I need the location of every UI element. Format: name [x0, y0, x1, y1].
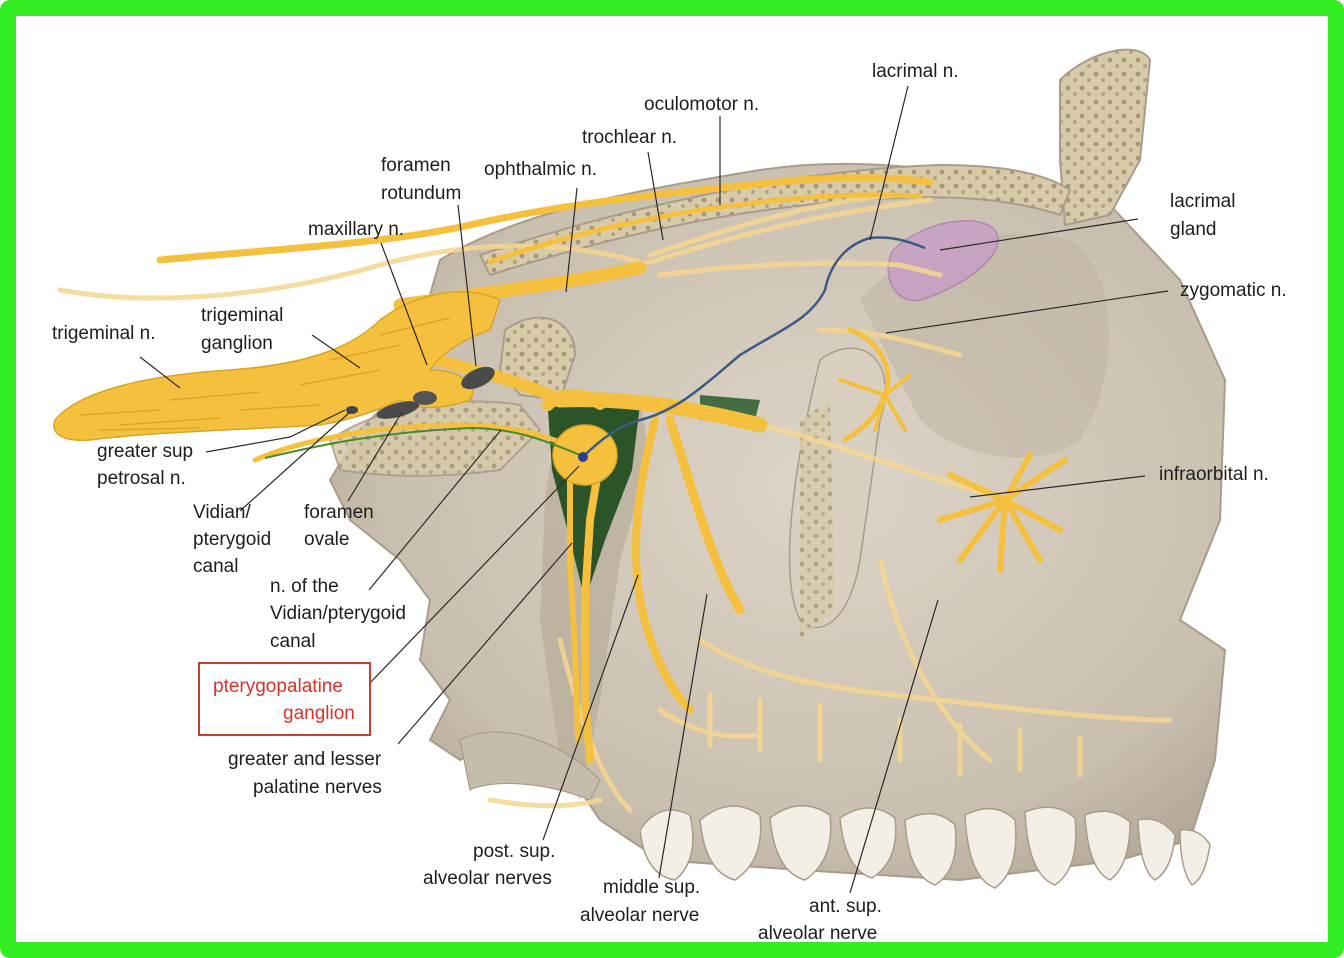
label-ophthalmic-n: ophthalmic n. [484, 159, 597, 180]
label-palatine-1: greater and lesser [228, 749, 382, 770]
label-palatine-2: palatine nerves [253, 777, 382, 798]
label-infraorbital-n: infraorbital n. [1159, 464, 1269, 485]
label-n-vidian-3: canal [270, 631, 315, 652]
label-greater-sup-petrosal-1: greater sup [97, 441, 193, 462]
label-trochlear-n: trochlear n. [582, 127, 677, 148]
label-foramen-rotundum-1: foramen [381, 155, 451, 176]
label-foramen-ovale-1: foramen [304, 502, 374, 523]
label-n-vidian-2: Vidian/pterygoid [270, 603, 406, 624]
label-lacrimal-gland-2: gland [1170, 219, 1217, 240]
label-vidian-canal-3: canal [193, 556, 238, 577]
label-lacrimal-n: lacrimal n. [872, 61, 959, 82]
label-foramen-rotundum-2: rotundum [381, 183, 461, 204]
label-ant-sup-1: ant. sup. [809, 896, 882, 917]
label-trigeminal-ganglion-1: trigeminal [201, 305, 283, 326]
label-vidian-canal-2: pterygoid [193, 529, 271, 550]
label-maxillary-n: maxillary n. [308, 219, 404, 240]
label-greater-sup-petrosal-2: petrosal n. [97, 468, 186, 489]
label-pterygopalatine-1: pterygopalatine [213, 676, 343, 697]
skull-bone [330, 50, 1225, 888]
label-post-sup-1: post. sup. [473, 841, 555, 862]
label-zygomatic-n: zygomatic n. [1180, 280, 1287, 301]
label-pterygopalatine-2: ganglion [283, 703, 355, 724]
label-oculomotor-n: oculomotor n. [644, 94, 759, 115]
label-trigeminal-n: trigeminal n. [52, 323, 156, 344]
label-post-sup-2: alveolar nerves [423, 868, 552, 889]
label-foramen-ovale-2: ovale [304, 529, 349, 550]
label-ant-sup-2: alveolar nerve [758, 923, 877, 944]
label-vidian-canal-1: Vidian/ [193, 502, 251, 523]
label-middle-sup-2: alveolar nerve [580, 905, 699, 926]
label-middle-sup-1: middle sup. [603, 877, 700, 898]
label-lacrimal-gland-1: lacrimal [1170, 191, 1235, 212]
pterygopalatine-label-box [199, 663, 370, 735]
label-n-vidian-1: n. of the [270, 576, 339, 597]
label-trigeminal-ganglion-2: ganglion [201, 333, 273, 354]
